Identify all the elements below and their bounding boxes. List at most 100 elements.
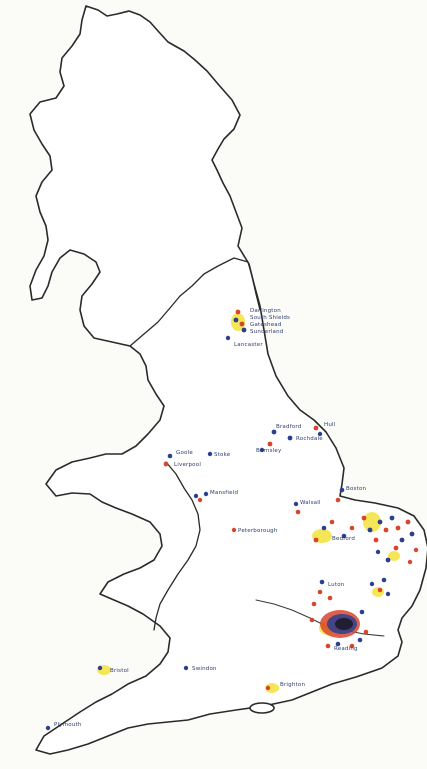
map-marker-blue bbox=[193, 493, 199, 499]
map-marker-red bbox=[163, 461, 169, 467]
map-marker-red bbox=[349, 643, 355, 649]
place-label: Rochdale bbox=[296, 436, 323, 442]
cluster-black bbox=[335, 618, 353, 630]
map-marker-red bbox=[413, 547, 419, 553]
map-marker-red bbox=[349, 525, 355, 531]
map-marker-red bbox=[313, 425, 319, 431]
place-label: South Shields bbox=[250, 315, 290, 321]
map-marker-blue bbox=[377, 519, 383, 525]
map-marker-blue bbox=[317, 431, 323, 437]
label-layer: Darlington South Shields Gateshead Sunde… bbox=[54, 308, 367, 728]
thames-estuary bbox=[255, 599, 385, 637]
map-marker-blue bbox=[183, 665, 189, 671]
map-marker-red bbox=[395, 525, 401, 531]
wales-england-border bbox=[153, 461, 201, 631]
map-marker-blue bbox=[241, 327, 247, 333]
map-marker-red bbox=[377, 587, 383, 593]
map-marker-red bbox=[329, 519, 335, 525]
place-label: Peterborough bbox=[238, 528, 278, 534]
map-marker-blue bbox=[385, 591, 391, 597]
map-marker-red bbox=[405, 519, 411, 525]
place-label: Bradford bbox=[276, 424, 301, 430]
map-marker-blue bbox=[233, 317, 239, 323]
map-marker-red bbox=[265, 685, 271, 691]
map-marker-blue bbox=[207, 451, 213, 457]
highlight-blob bbox=[388, 551, 400, 561]
map-marker-red bbox=[231, 527, 237, 533]
map-marker-red bbox=[317, 589, 323, 595]
map-marker-blue bbox=[359, 609, 365, 615]
map-marker-blue bbox=[385, 557, 391, 563]
map-marker-blue bbox=[369, 581, 375, 587]
map-marker-red bbox=[197, 497, 203, 503]
map-marker-blue bbox=[389, 515, 395, 521]
place-label: Stoke bbox=[214, 452, 231, 458]
map-marker-blue bbox=[357, 637, 363, 643]
place-label: Darlington bbox=[250, 308, 281, 314]
highlight-blob bbox=[363, 512, 381, 532]
place-label: Gateshead bbox=[250, 322, 282, 328]
highlight-blob bbox=[372, 587, 384, 597]
map-marker-blue bbox=[287, 435, 293, 441]
map-marker-red bbox=[407, 559, 413, 565]
map-marker-blue bbox=[203, 491, 209, 497]
map-marker-red bbox=[311, 601, 317, 607]
map-marker-red bbox=[295, 509, 301, 515]
map-marker-blue bbox=[167, 453, 173, 459]
map-marker-blue bbox=[319, 579, 325, 585]
map-marker-red bbox=[335, 497, 341, 503]
place-label: Sunderland bbox=[250, 329, 283, 335]
map-marker-blue bbox=[381, 577, 387, 583]
place-label: Bristol bbox=[110, 668, 129, 674]
place-label: Brighton bbox=[280, 682, 305, 688]
map-marker-red bbox=[235, 309, 241, 315]
map-marker-red bbox=[309, 617, 315, 623]
map-marker-red bbox=[239, 321, 245, 327]
highlight-blob bbox=[231, 313, 245, 331]
map-marker-blue bbox=[45, 725, 51, 731]
map-marker-red bbox=[267, 441, 273, 447]
place-label: Hull bbox=[324, 422, 336, 428]
map-marker-blue bbox=[375, 549, 381, 555]
map-marker-blue bbox=[97, 665, 103, 671]
map-marker-blue bbox=[367, 527, 373, 533]
map-marker-blue bbox=[225, 335, 231, 341]
map-marker-blue bbox=[399, 537, 405, 543]
map-marker-blue bbox=[335, 641, 341, 647]
great-britain-outline bbox=[29, 5, 427, 755]
marker-layer bbox=[45, 309, 419, 731]
place-label: Reading bbox=[334, 646, 358, 652]
map-marker-red bbox=[361, 515, 367, 521]
place-label: Luton bbox=[328, 582, 345, 588]
map-marker-red bbox=[393, 545, 399, 551]
place-label: Bedford bbox=[332, 536, 355, 542]
place-label: Plymouth bbox=[54, 722, 82, 728]
place-label: Mansfield bbox=[210, 490, 238, 496]
highlight-blob bbox=[265, 683, 279, 693]
map-marker-blue bbox=[321, 525, 327, 531]
london-cluster bbox=[320, 610, 360, 638]
map-marker-blue bbox=[339, 487, 345, 493]
map-marker-red bbox=[313, 537, 319, 543]
place-label: Walsall bbox=[300, 500, 321, 506]
scotland-england-border bbox=[129, 257, 261, 347]
place-label: Lancaster bbox=[234, 342, 263, 348]
map-marker-blue bbox=[409, 531, 415, 537]
map-marker-blue bbox=[293, 501, 299, 507]
place-label: Barnsley bbox=[256, 448, 282, 454]
map-marker-red bbox=[327, 595, 333, 601]
place-label: Goole bbox=[176, 450, 193, 456]
map-marker-blue bbox=[271, 429, 277, 435]
map-marker-red bbox=[363, 629, 369, 635]
map-marker-red bbox=[383, 527, 389, 533]
isle-of-wight bbox=[249, 702, 275, 714]
map-marker-red bbox=[373, 537, 379, 543]
place-label: Swindon bbox=[192, 666, 217, 672]
place-label: Boston bbox=[346, 486, 367, 492]
place-label: Liverpool bbox=[174, 462, 201, 468]
map-marker-blue bbox=[259, 447, 265, 453]
map-marker-red bbox=[325, 643, 331, 649]
map-marker-blue bbox=[341, 533, 347, 539]
